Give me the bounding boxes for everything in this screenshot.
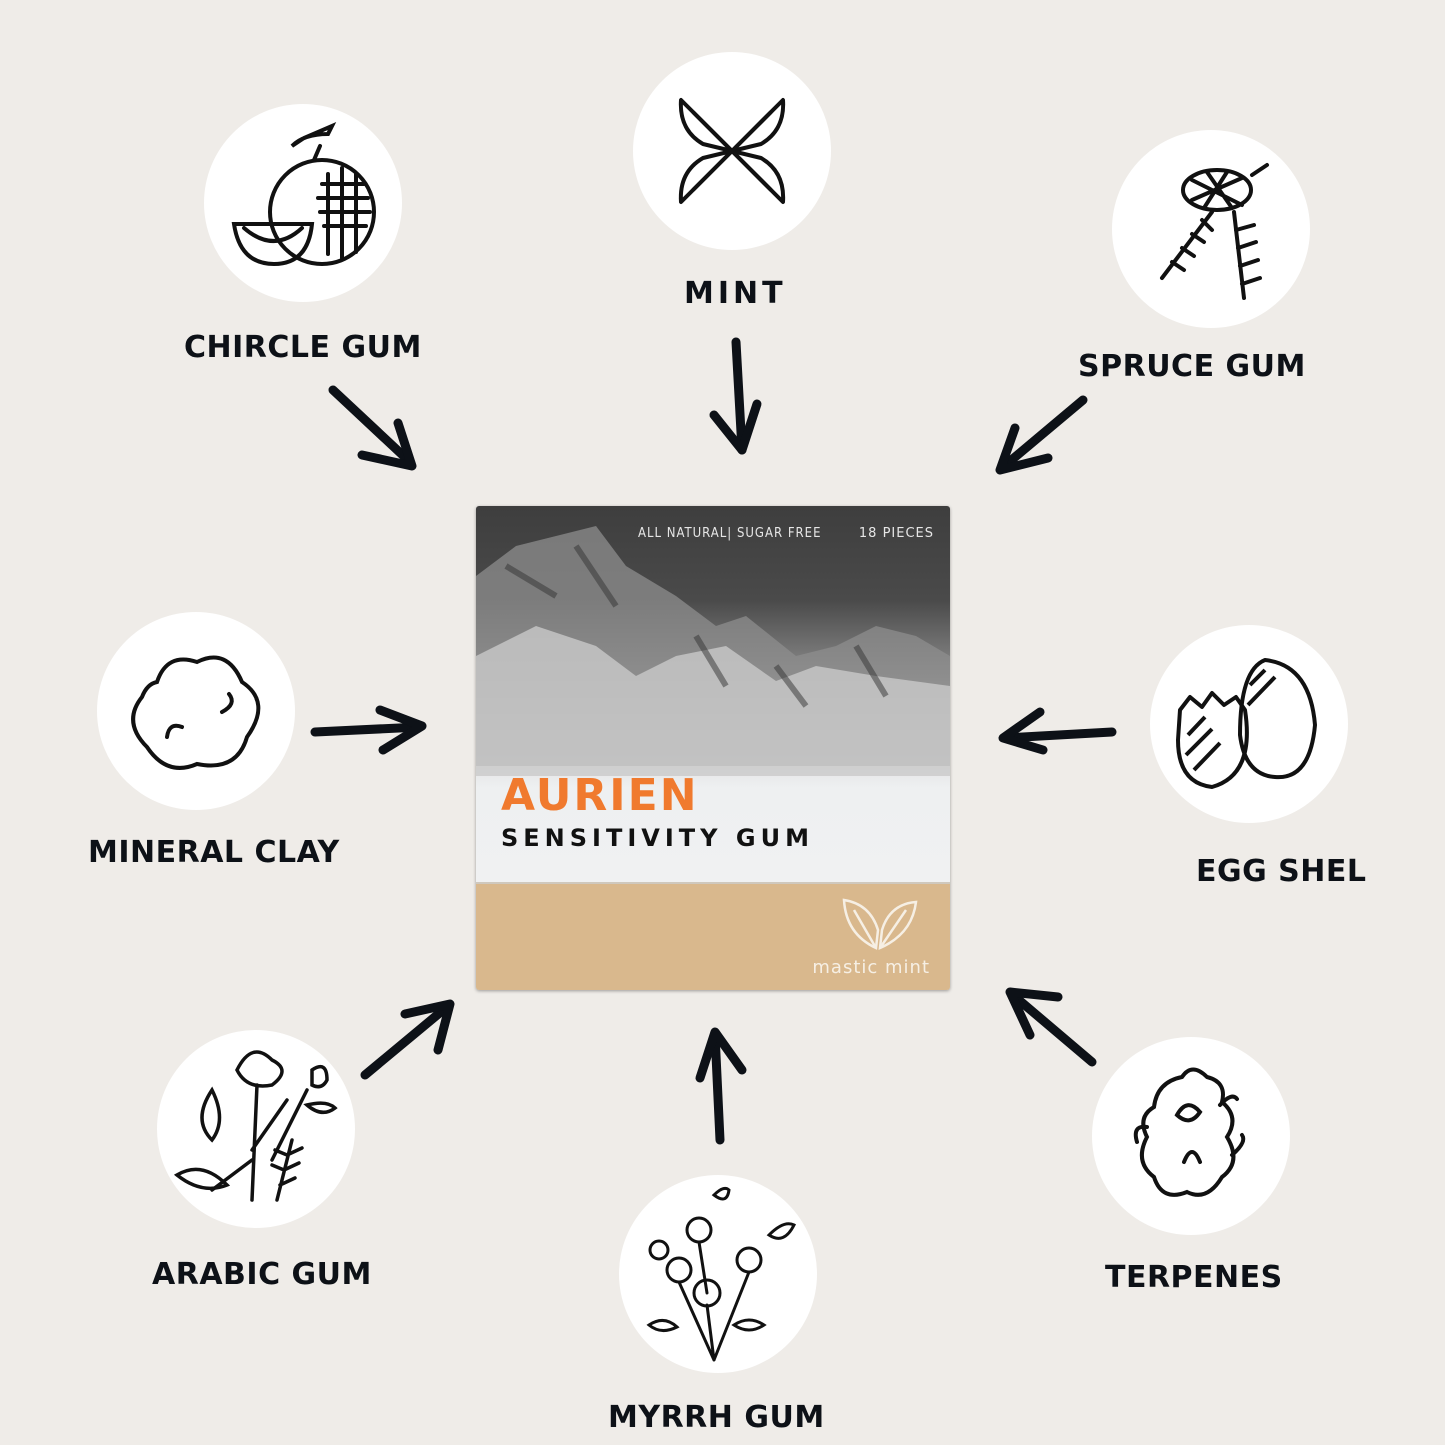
ingredient-label: EGG SHEL	[1196, 854, 1367, 889]
melon-icon	[231, 122, 376, 267]
arrow-terpenes-icon	[1005, 987, 1097, 1067]
ingredient-circle-mint	[633, 52, 831, 250]
ingredient-circle-myrrh-gum	[619, 1175, 817, 1373]
ingredient-circle-arabic-gum	[157, 1030, 355, 1228]
arrow-chircle-icon	[328, 385, 417, 471]
flavor-name: mastic mint	[812, 957, 930, 978]
flower-plant-icon	[173, 1050, 338, 1202]
mountain-icon	[476, 526, 950, 776]
arrow-egg-icon	[998, 707, 1117, 755]
ingredient-circle-chircle-gum	[204, 104, 402, 302]
ingredient-label: MINERAL CLAY	[88, 835, 340, 870]
mint-leaf-icon	[842, 898, 918, 951]
arrow-arabic-icon	[360, 999, 455, 1080]
egg-shell-icon	[1176, 658, 1317, 789]
cotton-flower-icon	[1133, 1067, 1246, 1197]
mint-leaves-icon	[678, 98, 786, 204]
ingredient-label: MYRRH GUM	[608, 1400, 825, 1435]
pine-cone-branch-icon	[1160, 163, 1269, 300]
flavor-band: mastic mint	[476, 882, 950, 990]
arrow-myrrh-icon	[695, 1027, 747, 1145]
ingredient-label: SPRUCE GUM	[1078, 349, 1306, 384]
ingredient-circle-spruce-gum	[1112, 130, 1310, 328]
clay-cloud-icon	[131, 655, 261, 770]
arrow-clay-icon	[310, 705, 427, 755]
arrow-mint-icon	[709, 337, 762, 455]
arrow-spruce-icon	[995, 395, 1088, 475]
tagline: ALL NATURAL| SUGAR FREE	[638, 526, 822, 541]
ingredient-circle-mineral-clay	[97, 612, 295, 810]
ingredient-circle-terpenes	[1092, 1037, 1290, 1235]
ingredient-label: ARABIC GUM	[152, 1257, 372, 1292]
blossom-branch-icon	[646, 1186, 797, 1362]
piece-count: 18 PIECES	[858, 526, 934, 541]
ingredient-circle-egg-shel	[1150, 625, 1348, 823]
ingredient-label: MINT	[684, 276, 787, 311]
mountain-artwork: ALL NATURAL| SUGAR FREE 18 PIECES AURIEN…	[476, 506, 950, 882]
product-subtitle: SENSITIVITY GUM	[501, 824, 814, 852]
ingredient-label: CHIRCLE GUM	[184, 330, 422, 365]
product-box: ALL NATURAL| SUGAR FREE 18 PIECES AURIEN…	[476, 506, 950, 990]
ingredient-label: TERPENES	[1105, 1260, 1283, 1295]
brand-name: AURIEN	[501, 770, 699, 821]
